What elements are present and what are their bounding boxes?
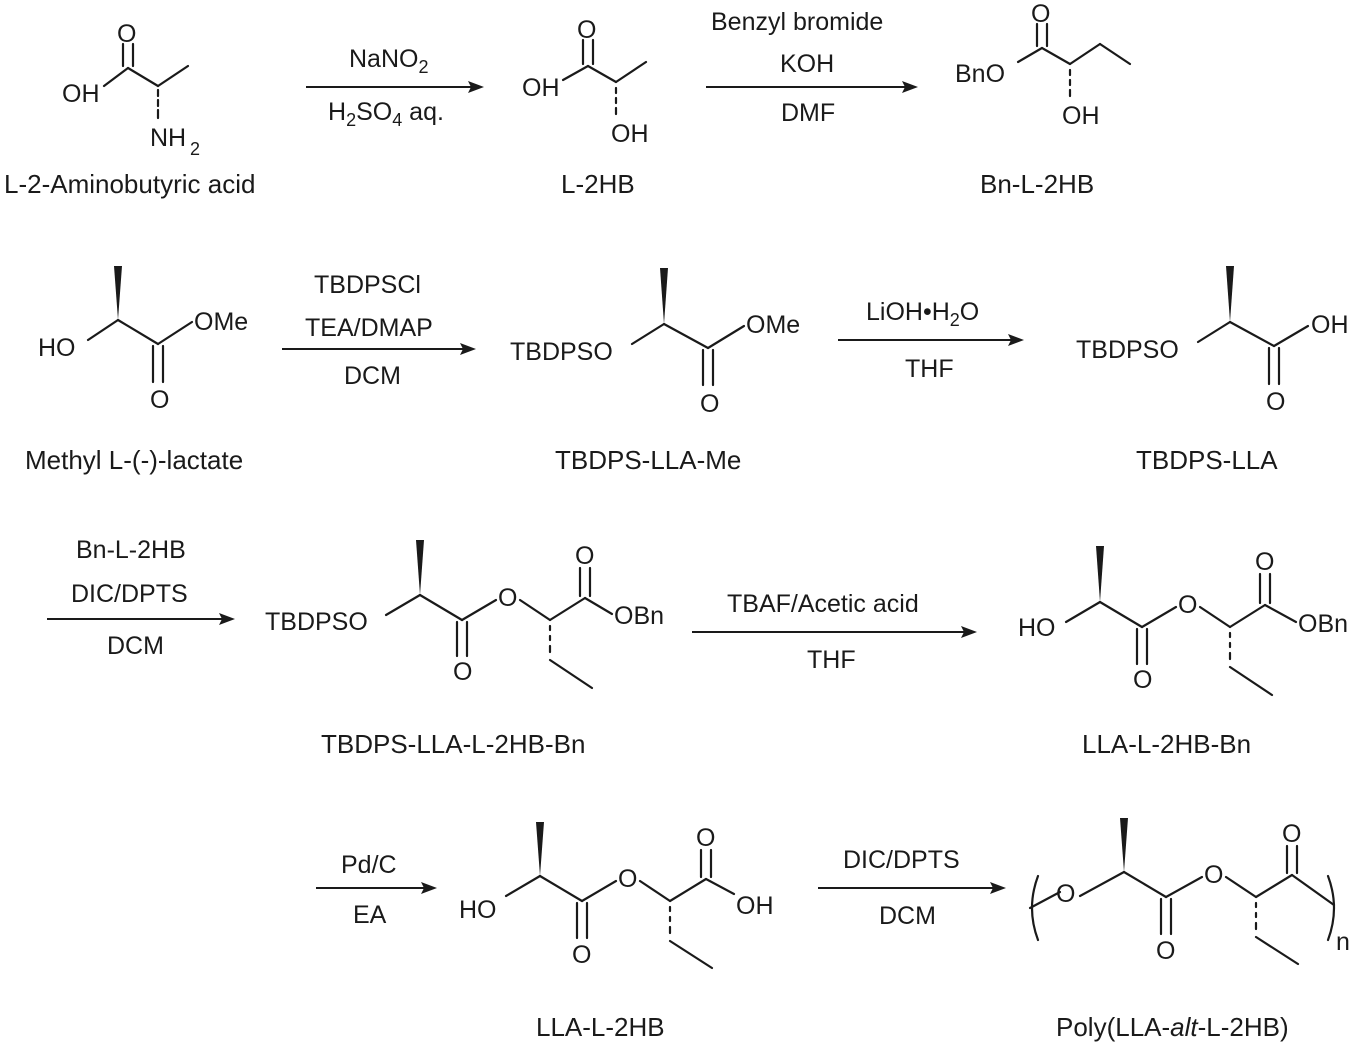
poly-ester-o: O [1204, 861, 1223, 889]
reagent-thf-1: THF [905, 355, 954, 383]
tbdps-lla-l2hb-bn-carbonyl-o-1: O [453, 658, 472, 686]
tbdps-lla-l2hb-bn-tbdpso: TBDPSO [265, 608, 368, 636]
reagent-lioh: LiOH•H2O [866, 298, 979, 330]
lla-l2hb-bn-ester-o: O [1178, 591, 1197, 619]
tbdps-lla-l2hb-bn-structure: TBDPSO O O O OBn [265, 540, 664, 690]
lla-l2hb-oh: OH [736, 892, 774, 920]
tbdps-lla-me-structure: TBDPSO OMe O [510, 268, 800, 418]
label-bn-l2hb: Bn-L-2HB [980, 169, 1094, 199]
reagent-dcm-2: DCM [107, 632, 164, 660]
acid-oh: OH [62, 80, 100, 108]
label-methyl-lactate: Methyl L-(-)-lactate [25, 445, 243, 475]
reagent-nano2: NaNO2 [349, 45, 428, 77]
bn-l2hb-carbonyl-o: O [1031, 0, 1050, 28]
arrowhead-1 [468, 81, 484, 93]
reagent-dmf: DMF [781, 99, 835, 127]
lla-l2hb-bn-carbonyl-o-2: O [1255, 548, 1274, 576]
label-tbdps-lla: TBDPS-LLA [1136, 445, 1278, 475]
lla-l2hb-bn-carbonyl-o-1: O [1133, 666, 1152, 694]
reagent-tea-dmap: TEA/DMAP [305, 314, 433, 342]
reagent-tbdpscl: TBDPSCl [314, 271, 421, 299]
reagent-dic-dpts-1: DIC/DPTS [71, 580, 188, 608]
arrowhead-6 [961, 626, 977, 638]
poly-carbonyl-o-2: O [1282, 820, 1301, 848]
lla-l2hb-bn-ho: HO [1018, 614, 1056, 642]
label-lla-l2hb: LLA-L-2HB [536, 1012, 665, 1042]
arrowhead-3 [460, 343, 476, 355]
poly-carbonyl-o-1: O [1156, 937, 1175, 965]
tbdps-lla-oh: OH [1311, 311, 1349, 339]
lla-l2hb-bn-structure: HO O O O OBn [1018, 546, 1348, 697]
reagent-h2so4: H2SO4 aq. [328, 98, 444, 130]
label-lla-l2hb-bn: LLA-L-2HB-Bn [1082, 729, 1251, 759]
arrowhead-2 [902, 81, 918, 93]
reagent-bn-l2hb: Bn-L-2HB [76, 536, 186, 564]
tbdps-lla-me-ome: OMe [746, 311, 800, 339]
poly-lla-alt-l2hb-structure: O O O O n [1028, 818, 1350, 966]
bn-l2hb-oh: OH [1062, 102, 1100, 130]
label-poly-lla-alt-l2hb: Poly(LLA-alt-L-2HB) [1056, 1012, 1289, 1042]
poly-repeat-n: n [1336, 928, 1350, 956]
l2hb-alpha-oh: OH [611, 120, 649, 148]
carbonyl-o: O [117, 20, 136, 48]
reagent-benzyl-bromide: Benzyl bromide [711, 8, 883, 36]
lla-l2hb-ester-o: O [618, 865, 637, 893]
lla-l2hb-carbonyl-o-2: O [696, 824, 715, 852]
lactate-carbonyl-o: O [150, 386, 169, 414]
reagent-dcm-3: DCM [879, 902, 936, 930]
arrowhead-7 [421, 882, 437, 894]
reagent-tbaf: TBAF/Acetic acid [727, 590, 919, 618]
bn-l2hb-structure: O BnO OH [955, 0, 1132, 130]
l2hb-carbonyl-o: O [577, 16, 596, 44]
methyl-lactate-structure: HO OMe O [38, 266, 248, 414]
l2hb-structure: O OH OH [522, 16, 649, 148]
lla-l2hb-bn-obn: OBn [1298, 610, 1348, 638]
label-aminobutyric-acid: L-2-Aminobutyric acid [4, 169, 255, 199]
tbdps-lla-l2hb-bn-ester-o: O [498, 584, 517, 612]
arrowhead-5 [219, 613, 235, 625]
tbdps-lla-tbdpso: TBDPSO [1076, 336, 1179, 364]
label-tbdps-lla-me: TBDPS-LLA-Me [555, 445, 741, 475]
lla-l2hb-carbonyl-o-1: O [572, 941, 591, 969]
lactate-ome: OMe [194, 308, 248, 336]
poly-ether-o: O [1056, 880, 1075, 908]
bn-l2hb-bno: BnO [955, 60, 1005, 88]
tbdps-lla-me-tbdpso: TBDPSO [510, 338, 613, 366]
arrowhead-4 [1008, 334, 1024, 346]
lla-l2hb-ho: HO [459, 896, 497, 924]
tbdps-lla-me-carbonyl-o: O [700, 390, 719, 418]
lactate-ho: HO [38, 334, 76, 362]
tbdps-lla-structure: TBDPSO OH O [1076, 266, 1349, 416]
label-l2hb: L-2HB [561, 169, 635, 199]
tbdps-lla-l2hb-bn-carbonyl-o-2: O [575, 542, 594, 570]
l2hb-acid-oh: OH [522, 74, 560, 102]
arrowhead-8 [990, 882, 1006, 894]
amine-nh2: NH [150, 124, 186, 152]
tbdps-lla-carbonyl-o: O [1266, 388, 1285, 416]
label-tbdps-lla-l2hb-bn: TBDPS-LLA-L-2HB-Bn [321, 729, 585, 759]
reagent-ea: EA [353, 901, 387, 929]
reagent-thf-2: THF [807, 646, 856, 674]
reagent-dic-dpts-2: DIC/DPTS [843, 846, 960, 874]
lla-l2hb-structure: HO O O O OH [459, 822, 774, 970]
reagent-dcm-1: DCM [344, 362, 401, 390]
amine-subscript: 2 [190, 139, 200, 159]
reagent-koh: KOH [780, 50, 834, 78]
tbdps-lla-l2hb-bn-obn: OBn [614, 602, 664, 630]
aminobutyric-acid-structure: O OH NH 2 [62, 20, 200, 159]
reagent-pd-c: Pd/C [341, 851, 397, 879]
